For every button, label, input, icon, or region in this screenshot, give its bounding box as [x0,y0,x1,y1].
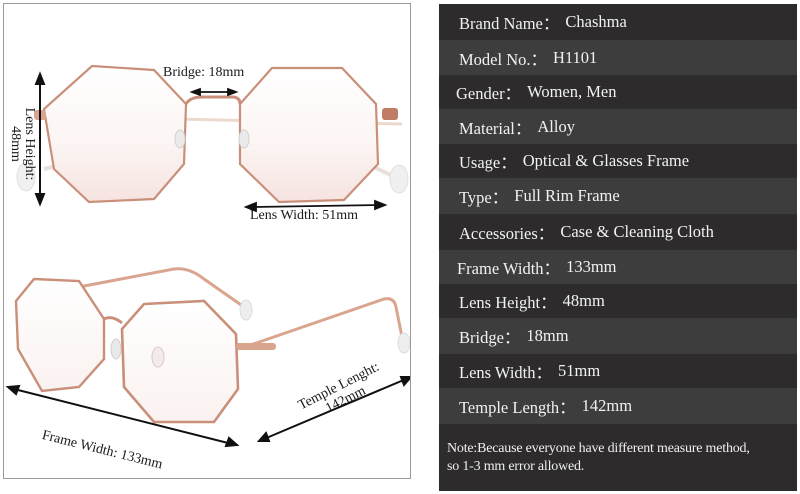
spec-row-material: Material： Alloy [439,109,797,144]
spec-value: Optical & Glasses Frame [522,151,690,170]
spec-value: 133mm [566,257,617,276]
spec-label: Temple Length： [459,398,576,417]
spec-value: 142mm [581,396,633,415]
spec-label: Type： [459,188,509,207]
spec-row-type: Type： Full Rim Frame [439,178,797,214]
spec-value: Full Rim Frame [514,186,620,205]
spec-row-lens-height: Lens Height： 48mm [439,284,797,318]
lens-height-annotation: Lens Height: 48mm [8,94,37,194]
spec-value: Case & Cleaning Cloth [560,222,714,241]
note-line-1: Note:Because everyone have different mea… [447,441,750,456]
lens-height-value: 48mm [8,126,23,162]
spec-label: Usage： [459,153,517,172]
spec-label: Brand Name： [459,14,560,33]
spec-value: Alloy [537,116,575,136]
spec-table: Brand Name： Chashma Model No.： H1101 Gen… [437,0,800,494]
lens-width-annotation: Lens Width: 51mm [250,208,359,223]
lens-width-arrow [243,199,388,213]
spec-label: Lens Height： [459,293,557,312]
spec-value: 48mm [562,291,605,310]
spec-value: Chashma [565,12,627,31]
spec-label: Frame Width： [457,259,561,278]
spec-label: Bridge： [459,328,521,347]
spec-label: Lens Width： [459,363,552,382]
bridge-annotation: Bridge: 18mm [163,65,245,80]
spec-row-usage: Usage： Optical & Glasses Frame [439,144,797,178]
bridge-arrow [189,87,239,97]
glasses-angled-illustration [5,267,410,448]
lens-height-label: Lens Height: [22,107,37,181]
spec-row-frame-width: Frame Width： 133mm [439,250,797,284]
spec-row-accessories: Accessories： Case & Cleaning Cloth [439,214,797,250]
spec-value: 18mm [526,326,569,345]
glasses-front-illustration [16,64,409,213]
spec-row-bridge: Bridge： 18mm [439,318,797,354]
lens-height-arrow [34,71,46,207]
spec-label: Model No.： [459,49,547,69]
spec-label: Accessories： [459,224,555,243]
spec-value: H1101 [553,47,598,67]
temple-length-arrow [256,376,410,442]
spec-row-lens-width: Lens Width： 51mm [439,354,797,388]
spec-label: Gender： [456,84,522,103]
frame-width-arrow [5,384,240,448]
note-line-2: so 1-3 mm error allowed. [447,459,585,474]
spec-table-body: Brand Name： Chashma Model No.： H1101 Gen… [439,4,797,491]
spec-row-gender: Gender： Women, Men [439,75,797,109]
spec-value: Women, Men [527,82,617,101]
spec-value: 51mm [557,361,601,380]
angled-view-image [3,239,411,479]
spec-label: Material： [459,118,532,138]
spec-row-model-no: Model No.： H1101 [439,40,797,75]
front-view-image [3,3,411,239]
spec-row-brand-name: Brand Name： Chashma [439,4,797,40]
measurement-note: Note:Because everyone have different mea… [439,424,797,491]
spec-row-temple-length: Temple Length： 142mm [439,388,797,424]
